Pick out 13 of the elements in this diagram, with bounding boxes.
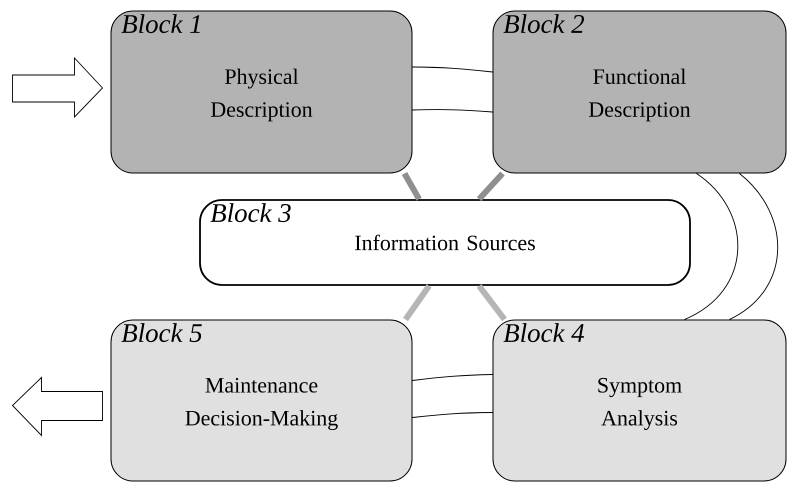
block-box: Block 1 Physical Description xyxy=(110,10,412,174)
block-box: Block 2 Functional Description xyxy=(492,10,786,174)
connector-line xyxy=(476,171,505,202)
block-box: Block 5 Maintenance Decision-Making xyxy=(110,320,412,482)
connector-line xyxy=(402,172,422,201)
band-connector xyxy=(412,374,493,418)
band-connector xyxy=(684,173,778,320)
block-box: Block 4 Symptom Analysis xyxy=(492,320,786,482)
output-arrow xyxy=(12,376,103,437)
information-box: Block 3 Information Sources xyxy=(199,199,691,286)
band-connector xyxy=(412,66,493,112)
connector-line xyxy=(476,284,507,322)
connector-line xyxy=(403,284,432,322)
